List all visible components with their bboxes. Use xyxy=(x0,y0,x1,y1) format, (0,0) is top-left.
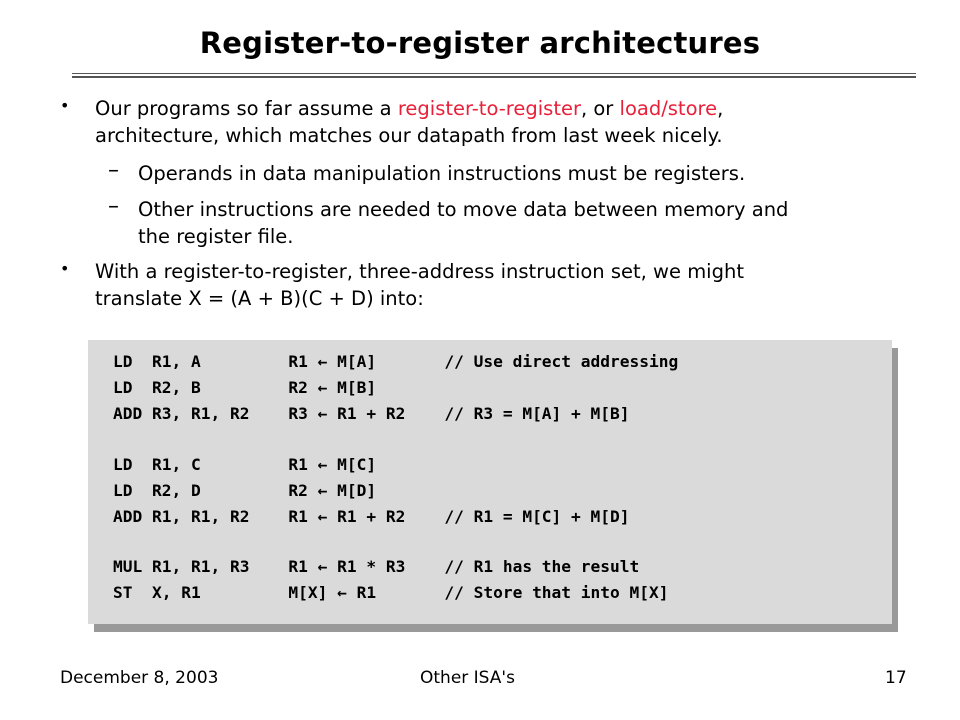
bullet-2-marker: • xyxy=(60,259,70,278)
code-line: ADD R1, R1, R2 R1 ← R1 + R2 // R1 = M[C]… xyxy=(113,507,630,526)
bullet-1-marker: • xyxy=(60,96,70,115)
footer-title: Other ISA's xyxy=(420,668,515,688)
bullet-1-text-a: Our programs so far assume a xyxy=(95,97,398,120)
page-number: 17 xyxy=(885,668,907,688)
term-register-to-register: register-to-register xyxy=(397,97,581,120)
bullet-1-text-b: , or xyxy=(580,97,620,120)
bullet-2-line-1: With a register-to-register, three-addre… xyxy=(95,260,744,283)
sub-bullet-1-text: Operands in data manipulation instructio… xyxy=(138,162,746,185)
bullet-1-line-2: architecture, which matches our datapath… xyxy=(95,124,723,147)
code-line: ADD R3, R1, R2 R3 ← R1 + R2 // R3 = M[A]… xyxy=(113,404,630,423)
term-load-store: load/store xyxy=(619,97,718,120)
sub-bullet-1-marker: – xyxy=(108,158,119,183)
sub-bullet-2-line-1: Other instructions are needed to move da… xyxy=(138,198,789,221)
code-box xyxy=(88,340,892,624)
bullet-1-line-1: Our programs so far assume a register-to… xyxy=(95,96,723,121)
code-line: LD R2, D R2 ← M[D] xyxy=(113,481,377,500)
code-line: LD R1, C R1 ← M[C] xyxy=(113,455,377,474)
code-line: LD R1, A R1 ← M[A] // Use direct address… xyxy=(113,352,679,371)
sub-bullet-2-marker: – xyxy=(108,194,119,219)
code-line: MUL R1, R1, R3 R1 ← R1 * R3 // R1 has th… xyxy=(113,557,640,576)
sub-bullet-2-line-2: the register file. xyxy=(138,225,294,248)
footer-date: December 8, 2003 xyxy=(60,668,219,688)
code-line: LD R2, B R2 ← M[B] xyxy=(113,378,377,397)
bullet-2-line-2: translate X = (A + B)(C + D) into: xyxy=(95,287,424,310)
slide-title: Register-to-register architectures xyxy=(199,26,761,60)
code-line: ST X, R1 M[X] ← R1 // Store that into M[… xyxy=(113,583,669,602)
bullet-1-text-c: , xyxy=(717,97,724,120)
title-underline xyxy=(72,73,916,78)
